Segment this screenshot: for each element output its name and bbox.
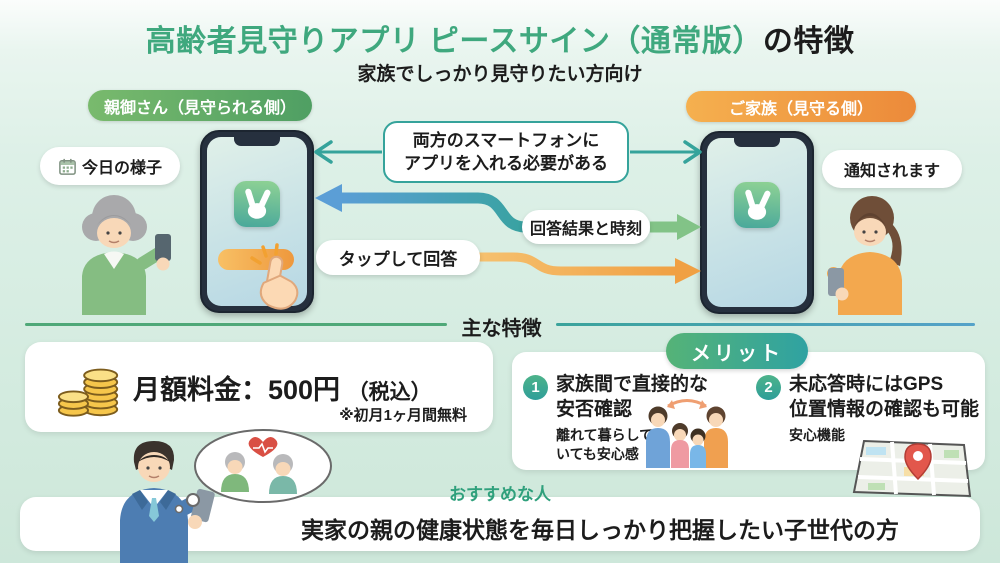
merit-card: 1 家族間で直接的な 安否確認 離れて暮らして いても安心感 2 未応答時にはG… — [512, 352, 985, 470]
merit-heading: メリット — [666, 333, 808, 369]
phone-notch — [234, 137, 280, 146]
page-title-rest: の特徴 — [762, 25, 855, 58]
peace-sign-icon — [234, 181, 280, 227]
merit-1-sub-line1: 離れて暮らして — [556, 427, 654, 443]
map-pin-icon — [852, 439, 972, 498]
result-time-pill: 回答結果と時刻 — [522, 210, 650, 244]
price-card: 月額料金：500円 （税込） ※初月1ヶ月間無料 — [25, 342, 493, 432]
result-to-family-arrow — [650, 214, 701, 240]
elderly-woman-illustration — [82, 195, 171, 315]
install-note-box: 両方のスマートフォンに アプリを入れる必要がある — [383, 121, 629, 183]
install-note-line2: アプリを入れる必要がある — [404, 154, 608, 173]
coins-icon — [57, 368, 119, 417]
tap-answer-pill: タップして回答 — [316, 240, 480, 275]
phone-notch — [734, 138, 780, 147]
merit-1-title: 家族間で直接的な 安否確認 — [556, 372, 708, 422]
merit-1-number: 1 — [523, 375, 548, 400]
merit-2-number: 2 — [756, 375, 781, 400]
today-status-bubble: 今日の様子 — [40, 147, 180, 185]
merit-2-sub-line1: 安心機能 — [789, 427, 845, 443]
thought-bubble-illustration — [174, 429, 332, 514]
result-to-parent-arrow — [315, 184, 545, 233]
tap-finger-icon — [250, 243, 299, 310]
merit-2-title-line1: 未応答時にはGPS — [789, 374, 944, 395]
price-amount: 月額料金：500円 — [133, 375, 341, 405]
family-role-badge: ご家族（見守る側） — [686, 91, 916, 122]
merit-2-title-line2: 位置情報の確認も可能 — [789, 399, 980, 421]
divider-line-right — [556, 323, 975, 326]
merit-1-sub: 離れて暮らして いても安心感 — [556, 426, 653, 464]
parent-phone — [200, 130, 314, 313]
page-subtitle: 家族でしっかり見守りたい方向け — [357, 64, 643, 85]
install-note-line1: 両方のスマートフォンに — [412, 130, 600, 150]
parent-phone-screen — [207, 137, 307, 306]
notify-bubble: 通知されます — [822, 150, 962, 188]
price-tax: （税込） — [347, 381, 432, 404]
parent-role-badge: 親御さん（見守られる側） — [88, 90, 312, 121]
family-phone — [700, 131, 814, 314]
divider-label: 主な特徴 — [461, 318, 542, 340]
family-group-illustration — [646, 399, 728, 468]
tap-answer-arrow — [470, 252, 701, 284]
family-phone-screen — [707, 138, 807, 307]
merit-2-sub: 安心機能 — [789, 426, 845, 445]
merit-1-sub-line2: いても安心感 — [556, 445, 639, 462]
recommend-text: 実家の親の健康状態を毎日しっかり把握したい子世代の方 — [301, 517, 899, 543]
merit-1-title-line1: 家族間で直接的な — [556, 374, 709, 395]
page-title: 高齢者見守りアプリ ピースサイン（通常版）の特徴 — [0, 16, 1000, 60]
price-note: ※初月1ヶ月間無料 — [339, 407, 467, 424]
page-title-highlight: 高齢者見守りアプリ ピースサイン（通常版） — [145, 25, 763, 58]
divider-line-left — [25, 323, 447, 326]
price-main: 月額料金：500円 （税込） — [133, 368, 432, 407]
recommend-label: おすすめな人 — [449, 485, 551, 504]
peace-sign-icon — [734, 182, 780, 228]
merit-2-title: 未応答時にはGPS 位置情報の確認も可能 — [789, 372, 979, 422]
calendar-icon — [59, 158, 76, 175]
notify-label: 通知されます — [843, 163, 940, 180]
family-woman-illustration — [827, 196, 902, 315]
today-status-label: 今日の様子 — [81, 160, 162, 177]
merit-1-title-line2: 安否確認 — [556, 399, 633, 421]
